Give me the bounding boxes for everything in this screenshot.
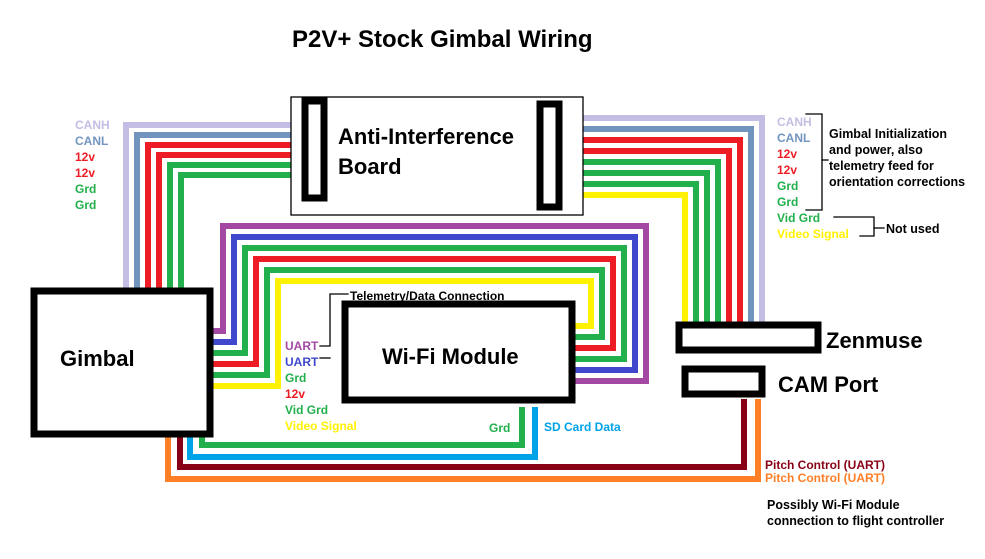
wire-grd-bottom (199, 407, 525, 448)
wire-gimbal-to-aib (145, 142, 301, 295)
wire-gimbal-to-aib (178, 172, 301, 295)
left-wire-label: Grd (75, 182, 97, 196)
pitch-control-label-1: Pitch Control (UART) (765, 458, 885, 472)
wire-gimbal-to-wifi (209, 234, 638, 373)
left-wire-label: CANL (75, 134, 109, 148)
wire-pitch-control-dark (177, 399, 747, 470)
possibly-wifi-line: Possibly Wi-Fi Module (767, 498, 900, 512)
wifi-wire-label: Vid Grd (285, 403, 329, 417)
wire-aib-to-zenmuse (557, 137, 743, 325)
cam-port-connector (681, 365, 766, 398)
gimbal-init-line: Gimbal Initialization (829, 127, 948, 141)
pitch-control-label-2: Pitch Control (UART) (765, 471, 885, 485)
wifi-wire-label: UART (285, 355, 319, 369)
wire-aib-to-zenmuse (557, 126, 754, 325)
wire-aib-to-zenmuse (557, 159, 721, 325)
possibly-wifi-note: Possibly Wi-Fi Module connection to flig… (767, 497, 944, 529)
right-wire-label: Video Signal (777, 227, 849, 241)
wire-gimbal-to-wifi (209, 267, 605, 378)
gimbal-init-note: Gimbal Initialization and power, also te… (829, 126, 965, 190)
wifi-wire-label: 12v (285, 387, 306, 401)
gimbal-init-line: and power, also (829, 143, 923, 157)
wire-aib-to-zenmuse (557, 192, 688, 325)
right-wire-label: Grd (777, 195, 799, 209)
wire-aib-to-zenmuse (557, 181, 699, 325)
wire-pitch-control-orange (165, 399, 761, 482)
possibly-wifi-line: connection to flight controller (767, 514, 945, 528)
telemetry-note: Telemetry/Data Connection (350, 289, 505, 303)
wire-aib-to-zenmuse (557, 148, 732, 325)
wire-gimbal-to-aib (134, 132, 301, 295)
gimbal-init-line: orientation corrections (829, 175, 966, 189)
wire-gimbal-to-wifi (209, 278, 594, 389)
anti-interference-label-line2: Board (338, 154, 402, 179)
wifi-module-box (341, 300, 576, 404)
bottom-grd-label: Grd (489, 421, 511, 435)
gimbal-init-line: telemetry feed for (829, 159, 934, 173)
wire-aib-to-zenmuse (557, 115, 765, 325)
left-wire-label: CANH (75, 118, 110, 132)
anti-interference-board-outline (290, 96, 584, 216)
wire-gimbal-to-wifi (209, 245, 627, 362)
not-used-note: Not used (886, 222, 940, 236)
wire-gimbal-to-wifi (209, 223, 649, 384)
left-wire-label: 12v (75, 166, 96, 180)
wire-gimbal-to-aib (167, 162, 301, 295)
anti-interference-label-line1: Anti-Interference (338, 124, 515, 149)
wire-sd-card-data (187, 407, 538, 460)
gimbal-box (30, 287, 214, 438)
diagram-title: P2V+ Stock Gimbal Wiring (292, 26, 593, 53)
wire-gimbal-to-aib (123, 122, 301, 295)
gimbal-label: Gimbal (60, 346, 135, 371)
right-wire-label: 12v (777, 147, 798, 161)
left-wire-label: 12v (75, 150, 96, 164)
wire-aib-to-zenmuse (557, 170, 710, 325)
telemetry-bracket (319, 293, 349, 347)
right-wire-label: CANL (777, 131, 811, 145)
left-wire-label: Grd (75, 198, 97, 212)
wifi-module-label: Wi-Fi Module (382, 344, 519, 369)
wire-gimbal-to-wifi (209, 256, 616, 367)
gimbal-init-bracket (805, 113, 823, 211)
right-wire-label: CANH (777, 115, 812, 129)
cam-port-label: CAM Port (778, 372, 879, 397)
wifi-wire-label: Video Signal (285, 419, 357, 433)
right-wire-label: Grd (777, 179, 799, 193)
wifi-wire-label: UART (285, 339, 319, 353)
aib-right-connector (536, 100, 563, 211)
wifi-wire-label: Grd (285, 371, 307, 385)
right-wire-label: Vid Grd (777, 211, 821, 225)
wire-gimbal-to-aib (156, 152, 301, 295)
anti-interference-label: Anti-Interference Board (338, 122, 514, 182)
aib-left-connector (301, 97, 328, 202)
not-used-bracket (833, 216, 875, 237)
zenmuse-label: Zenmuse (826, 328, 923, 353)
zenmuse-connector (675, 321, 822, 354)
right-wire-label: 12v (777, 163, 798, 177)
sd-card-label: SD Card Data (544, 420, 621, 434)
